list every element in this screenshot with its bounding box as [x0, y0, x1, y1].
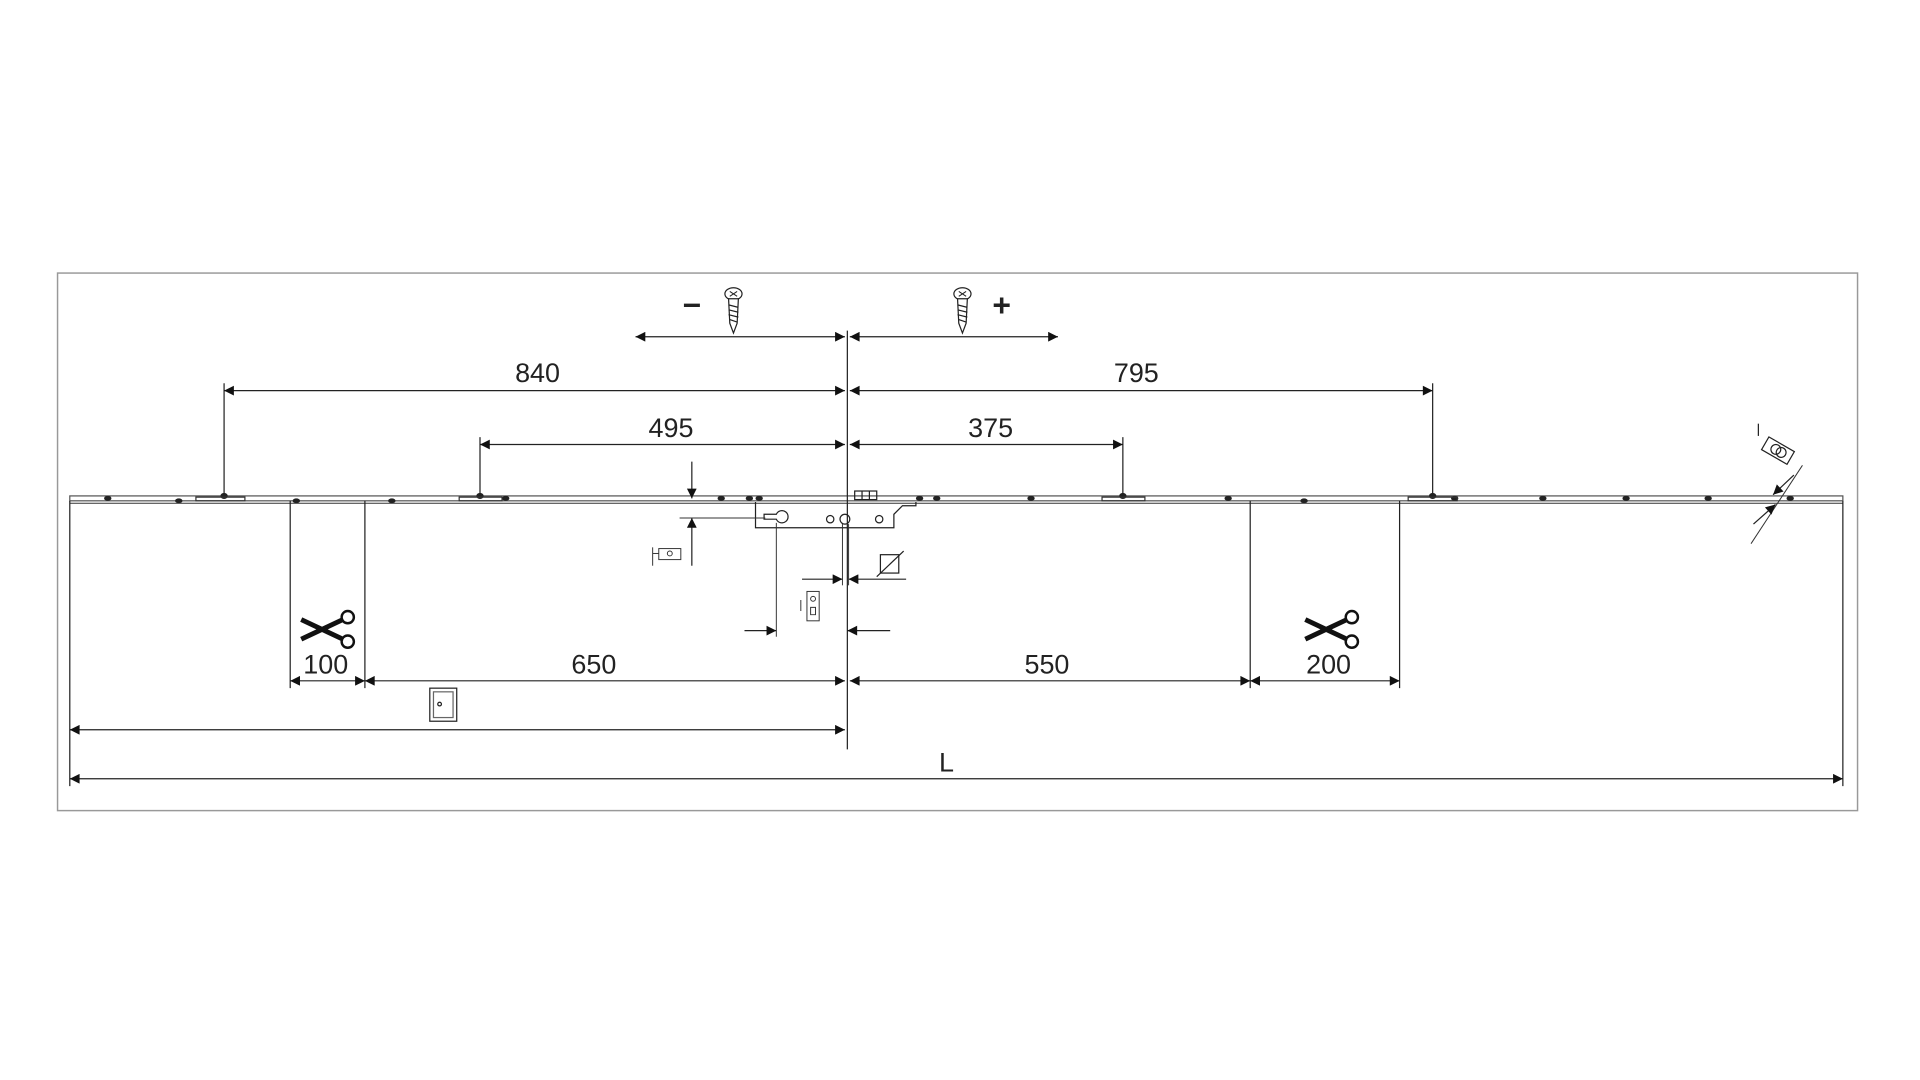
backset-dimension: [652, 461, 766, 566]
square-spindle-icon: [876, 550, 905, 578]
roller-icon: [1757, 423, 1796, 466]
dim-795: 795: [1114, 358, 1159, 388]
lock-case: [754, 490, 917, 529]
scissors-icon: [1305, 611, 1358, 648]
screw-minus-label: −: [683, 287, 702, 323]
dim-550: 550: [1024, 649, 1069, 679]
dim-L: L: [939, 747, 954, 777]
screw-icon: [953, 287, 972, 334]
dim-650: 650: [571, 649, 616, 679]
scissors-icon: [301, 611, 354, 648]
dim-375: 375: [968, 413, 1013, 443]
backset-icon: [652, 547, 682, 566]
screw-plus: +: [953, 287, 1011, 334]
dim-200: 200: [1306, 649, 1351, 679]
dim-495: 495: [649, 413, 694, 443]
keyhole-icon: [800, 590, 820, 622]
screw-plus-label: +: [992, 287, 1011, 323]
door-icon: [429, 687, 458, 722]
extension-lines: [69, 383, 1844, 787]
lock-rail: [69, 492, 1844, 504]
dim-840: 840: [515, 358, 560, 388]
screw-minus: −: [683, 287, 743, 334]
dim-100: 100: [303, 649, 348, 679]
spindle-dimension: [744, 522, 907, 637]
screw-icon: [724, 287, 743, 334]
roller-dimension: [1750, 423, 1803, 544]
drawing-frame: [56, 272, 1859, 812]
